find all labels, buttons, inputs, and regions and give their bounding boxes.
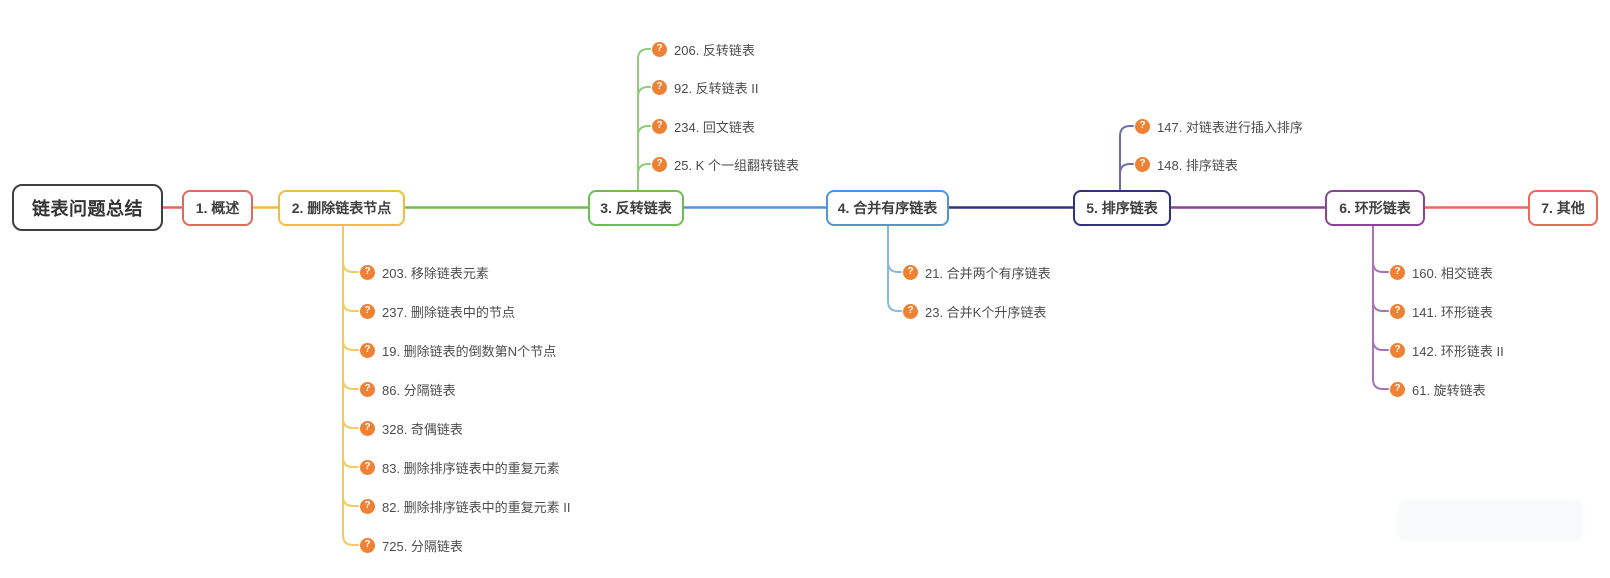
child-topic[interactable]: ? 206. 反转链表 [652,38,755,60]
child-topic-label: 147. 对链表进行插入排序 [1157,119,1303,135]
child-topic-label: 61. 旋转链表 [1412,382,1486,398]
child-topic[interactable]: ? 19. 删除链表的倒数第N个节点 [360,339,556,361]
child-topic-label: 160. 相交链表 [1412,265,1493,281]
question-mark-icon[interactable]: ? [1390,264,1405,280]
child-topic[interactable]: ? 82. 删除排序链表中的重复元素 II [360,495,571,517]
child-topic-label: 234. 回文链表 [674,119,755,135]
child-topic-label: 82. 删除排序链表中的重复元素 II [382,499,571,515]
question-mark-icon[interactable]: ? [652,156,667,172]
child-topic[interactable]: ? 21. 合并两个有序链表 [903,261,1051,283]
child-topic-label: 21. 合并两个有序链表 [925,265,1051,281]
child-topic-label: 725. 分隔链表 [382,538,463,554]
child-topic[interactable]: ? 237. 删除链表中的节点 [360,300,515,322]
child-topic-label: 25. K 个一组翻转链表 [674,157,799,173]
child-topic-label: 206. 反转链表 [674,42,755,58]
child-topic[interactable]: ? 328. 奇偶链表 [360,417,463,439]
root-node[interactable]: 链表问题总结 [12,184,163,231]
child-topic-label: 328. 奇偶链表 [382,421,463,437]
question-mark-icon[interactable]: ? [360,381,375,397]
question-mark-icon[interactable]: ? [360,420,375,436]
question-mark-icon[interactable]: ? [903,303,918,319]
child-topic[interactable]: ? 86. 分隔链表 [360,378,456,400]
question-mark-icon[interactable]: ? [360,264,375,280]
question-mark-icon[interactable]: ? [1390,342,1405,358]
child-topic-label: 92. 反转链表 II [674,80,759,96]
child-topic-label: 23. 合并K个升序链表 [925,304,1047,320]
child-topic[interactable]: ? 23. 合并K个升序链表 [903,300,1046,322]
branch-node-merge-lists[interactable]: 4. 合并有序链表 [826,190,949,226]
question-mark-icon[interactable]: ? [360,537,375,553]
child-topic[interactable]: ? 148. 排序链表 [1135,153,1238,175]
child-topic[interactable]: ? 92. 反转链表 II [652,76,759,98]
question-mark-icon[interactable]: ? [360,342,375,358]
child-topic[interactable]: ? 25. K 个一组翻转链表 [652,153,799,175]
question-mark-icon[interactable]: ? [1135,156,1150,172]
child-topic-label: 141. 环形链表 [1412,304,1493,320]
question-mark-icon[interactable]: ? [652,118,667,134]
question-mark-icon[interactable]: ? [360,303,375,319]
branch-node-other[interactable]: 7. 其他 [1528,190,1598,226]
watermark [1398,500,1583,542]
question-mark-icon[interactable]: ? [903,264,918,280]
child-topic[interactable]: ? 234. 回文链表 [652,115,755,137]
child-topic[interactable]: ? 725. 分隔链表 [360,534,463,556]
child-topic[interactable]: ? 142. 环形链表 II [1390,339,1504,361]
child-topic[interactable]: ? 203. 移除链表元素 [360,261,489,283]
child-topic[interactable]: ? 83. 删除排序链表中的重复元素 [360,456,560,478]
child-topic-label: 148. 排序链表 [1157,157,1238,173]
child-topic[interactable]: ? 61. 旋转链表 [1390,378,1486,400]
child-topic[interactable]: ? 160. 相交链表 [1390,261,1493,283]
question-mark-icon[interactable]: ? [1135,118,1150,134]
child-topic-label: 83. 删除排序链表中的重复元素 [382,460,560,476]
child-topic[interactable]: ? 147. 对链表进行插入排序 [1135,115,1303,137]
question-mark-icon[interactable]: ? [360,498,375,514]
question-mark-icon[interactable]: ? [360,459,375,475]
question-mark-icon[interactable]: ? [1390,303,1405,319]
branch-node-overview[interactable]: 1. 概述 [182,190,253,226]
child-topic-label: 237. 删除链表中的节点 [382,304,515,320]
child-topic[interactable]: ? 141. 环形链表 [1390,300,1493,322]
child-topic-label: 142. 环形链表 II [1412,343,1504,359]
branch-node-delete-nodes[interactable]: 2. 删除链表节点 [278,190,405,226]
question-mark-icon[interactable]: ? [652,41,667,57]
question-mark-icon[interactable]: ? [1390,381,1405,397]
branch-node-cycle-list[interactable]: 6. 环形链表 [1325,190,1425,226]
branch-node-reverse-list[interactable]: 3. 反转链表 [588,190,684,226]
question-mark-icon[interactable]: ? [652,79,667,95]
child-topic-label: 86. 分隔链表 [382,382,456,398]
branch-node-sort-list[interactable]: 5. 排序链表 [1073,190,1171,226]
child-topic-label: 19. 删除链表的倒数第N个节点 [382,343,557,359]
child-topic-label: 203. 移除链表元素 [382,265,489,281]
